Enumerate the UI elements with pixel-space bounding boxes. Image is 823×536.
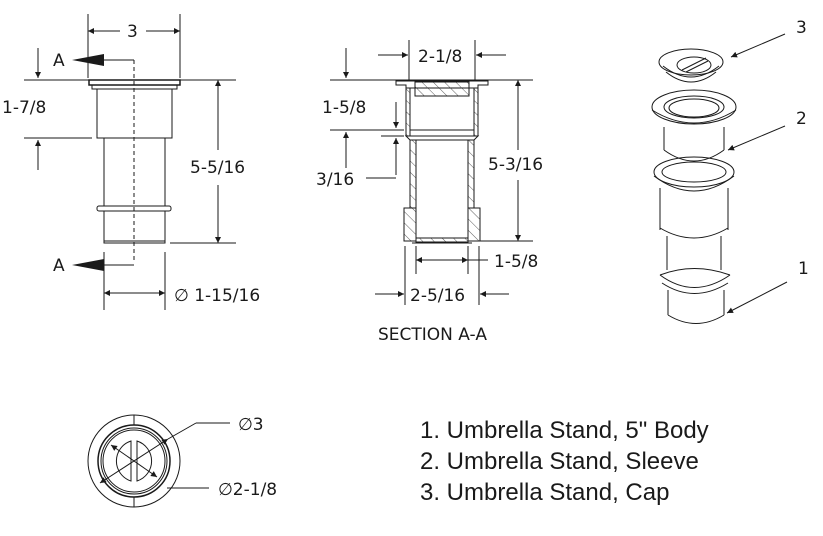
isometric-view xyxy=(651,33,788,324)
balloon-3: 3 xyxy=(796,18,807,38)
dim-total-height: 5-5/16 xyxy=(190,158,245,178)
dim-section-total-height: 5-3/16 xyxy=(488,155,543,175)
top-view xyxy=(87,414,230,508)
parts-list-item-2: 2. Umbrella Stand, Sleeve xyxy=(420,448,699,475)
section-label-a-bottom: A xyxy=(53,256,65,276)
dim-width-3: 3 xyxy=(127,22,138,42)
dim-bottom-diameter: ∅ 1-15/16 xyxy=(174,286,260,306)
dim-top-width: 2-1/8 xyxy=(418,47,462,67)
dim-outer-diameter: ∅3 xyxy=(238,415,264,435)
front-view xyxy=(24,14,236,310)
dim-step: 3/16 xyxy=(316,170,354,190)
parts-list-item-3: 3. Umbrella Stand, Cap xyxy=(420,479,670,506)
section-view xyxy=(330,40,533,305)
dim-outer-bottom: 2-5/16 xyxy=(410,286,465,306)
balloon-1: 1 xyxy=(798,259,809,279)
parts-list-item-1: 1. Umbrella Stand, 5" Body xyxy=(420,417,709,444)
section-title: SECTION A-A xyxy=(378,325,487,345)
dim-inner-bottom: 1-5/8 xyxy=(494,252,538,272)
dim-inner-diameter: ∅2-1/8 xyxy=(218,480,277,500)
dim-upper-height: 1-7/8 xyxy=(2,98,46,118)
parts-list: 1. Umbrella Stand, 5" Body 2. Umbrella S… xyxy=(420,415,709,508)
section-label-a-top: A xyxy=(53,51,65,71)
dim-sleeve-depth: 1-5/8 xyxy=(322,98,366,118)
balloon-2: 2 xyxy=(796,109,807,129)
